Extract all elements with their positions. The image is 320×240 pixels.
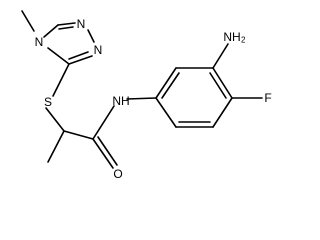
atom-amine-subscript: 2	[241, 36, 246, 45]
bond-n2-c3-double	[68, 51, 89, 60]
bond-carbonyl-o-double	[97, 136, 118, 166]
benzene-ring	[155, 67, 233, 128]
bond-ar-4	[212, 97, 233, 128]
bond-ar-1-inner	[161, 72, 180, 99]
bond-ar-3-inner	[209, 72, 227, 99]
bond-c3-s	[52, 63, 70, 97]
atom-n-methyl: N	[35, 35, 44, 49]
bond-c5-n1-double	[58, 26, 74, 30]
atom-sulfur: S	[44, 95, 52, 109]
atom-carbonyl-oxygen: O	[113, 167, 122, 179]
bond-ar-nh2	[212, 43, 229, 69]
bond-n2-c3	[68, 55, 93, 65]
bond-methyl-n	[21, 10, 35, 32]
bond-n4-c5	[43, 24, 59, 38]
bond-c3-n4	[47, 47, 70, 65]
bond-c5-n1	[57, 22, 76, 26]
atom-n-lower: N	[94, 43, 103, 57]
structure-diagram: N N N S NH F O NH 2	[21, 10, 272, 179]
bond-ar-3	[212, 67, 233, 99]
bond-ch-methyl	[47, 130, 65, 163]
triazole-ring	[43, 22, 95, 65]
bond-nh-aryl	[126, 97, 157, 100]
bond-carbonyl-o	[92, 138, 114, 169]
bond-ar-1	[155, 67, 177, 99]
molecule-canvas: N N N S NH F O NH 2	[21, 10, 272, 179]
atom-fluorine: F	[264, 91, 271, 105]
bond-n1-n2	[87, 29, 95, 43]
bond-s-ch	[45, 107, 65, 132]
bond-ar-6	[155, 97, 177, 128]
atom-amide-nh: NH	[112, 94, 129, 108]
atom-amine-group: NH 2	[223, 30, 246, 45]
atom-amine: NH	[223, 30, 240, 44]
atom-n-upper: N	[77, 17, 86, 31]
bond-carbonyl-nh	[92, 105, 115, 140]
bond-ch-carbonyl	[63, 130, 94, 140]
